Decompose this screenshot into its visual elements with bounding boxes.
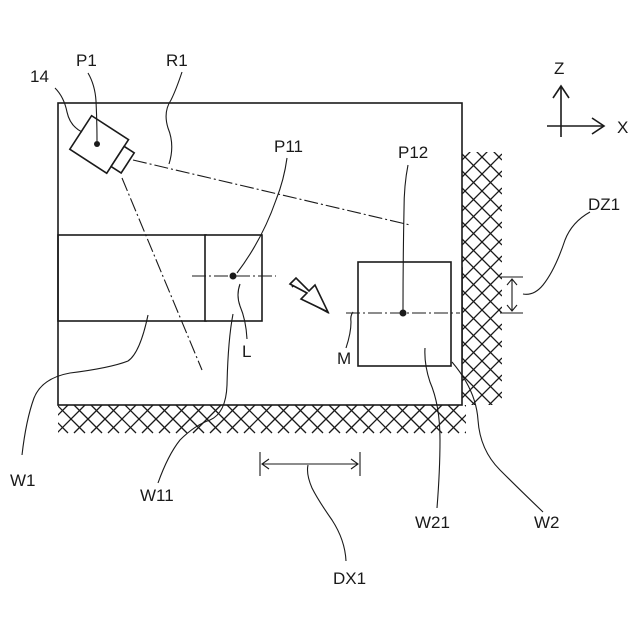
leader-dx1 [308,465,347,561]
hatch-line [482,405,510,433]
leader-dz1 [523,212,590,294]
point-p12 [400,310,407,317]
hatch-line [482,405,510,433]
label-14: 14 [30,67,49,86]
hatch-line [499,405,527,433]
label-w2: W2 [534,513,560,532]
leader-w2 [452,362,543,512]
label-w11: W11 [140,486,174,505]
label-r1: R1 [166,51,188,70]
label-m: M [337,349,351,368]
label-dz1: DZ1 [588,195,620,214]
dimension-dx1 [260,452,360,476]
label-axis-z: Z [554,59,564,78]
label-p1: P1 [76,51,97,70]
label-p11: P11 [274,137,303,156]
label-w21: W21 [415,513,450,532]
label-dx1: DX1 [333,569,366,588]
hatch-line [499,405,527,433]
point-p1 [94,141,100,147]
label-w1: W1 [10,471,36,490]
label-l: L [242,342,251,361]
label-axis-x: X [617,118,628,137]
dimension-dz1 [500,277,523,313]
hatch-line [462,409,502,449]
floor-hatching [40,405,527,433]
point-p11 [230,273,237,280]
label-p12: P12 [398,143,428,162]
hatch-line [462,409,502,449]
axis-indicator [547,86,604,137]
wall-hatching [462,120,502,449]
